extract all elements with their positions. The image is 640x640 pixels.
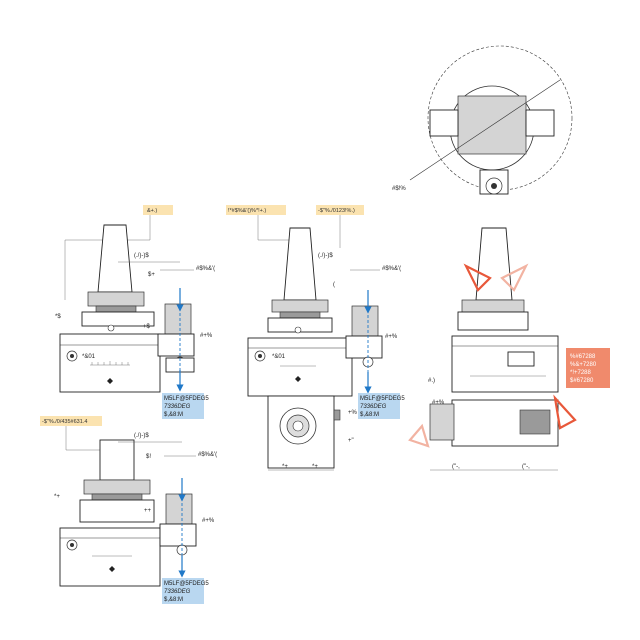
svg-text:$!: $! — [146, 454, 151, 460]
dim-step: +$ — [143, 324, 151, 330]
blue-box-bottom-left — [162, 578, 204, 604]
svg-text:#$%&'(: #$%&'( — [198, 452, 217, 458]
svg-text:#+%: #+% — [432, 400, 445, 406]
tool-taper — [283, 227, 317, 301]
svg-text:M5LF@5FDEG5: M5LF@5FDEG5 — [360, 396, 405, 402]
head-body — [451, 335, 559, 393]
dim-top: (./)-)$ — [134, 253, 149, 259]
blue-box-top-middle — [358, 393, 400, 419]
dim-offset: #+% — [200, 333, 213, 339]
tool-holder — [164, 303, 192, 335]
svg-text:*+: *+ — [282, 464, 288, 470]
view-bottom-left: -$"%./0/435#631.4 (./)-)$ $! #$%&'( *+ +… — [40, 416, 217, 604]
head-body — [247, 337, 353, 397]
tag-top-left-text: &+.) — [147, 208, 157, 214]
tool-taper — [475, 227, 513, 301]
tool-taper — [99, 439, 135, 481]
svg-text:7336DEG: 7336DEG — [360, 404, 387, 410]
tag-top-middle-right — [316, 205, 364, 215]
view-top-left: &+.) *&01 (./ — [55, 205, 215, 419]
svg-text:7336DEG: 7336DEG — [164, 404, 191, 410]
svg-text:$,&8:M: $,&8:M — [164, 597, 183, 603]
tool-taper — [97, 224, 133, 293]
svg-text:$,&8:M: $,&8:M — [360, 412, 379, 418]
svg-text:7336DEG: 7336DEG — [164, 589, 191, 595]
svg-text:*+: *+ — [312, 464, 318, 470]
svg-text:M5LF@5FDEG5: M5LF@5FDEG5 — [164, 396, 209, 402]
view-detail: #$!% — [392, 45, 573, 195]
dim-right: #$%&'( — [196, 266, 215, 272]
svg-text:#+%: #+% — [385, 334, 398, 340]
svg-text:(./)-)$: (./)-)$ — [134, 433, 149, 439]
svg-text:(./)-)$: (./)-)$ — [318, 253, 333, 259]
svg-text:#+%: #+% — [202, 518, 215, 524]
view-top-right: %#67288 %&+7280 *!+7288 $#67280 #.) #+% … — [408, 227, 610, 471]
flange — [87, 291, 145, 307]
dim-side: $+ — [148, 272, 155, 278]
svg-text:+": +" — [348, 438, 354, 444]
nameplate-text: *&01 — [82, 354, 96, 360]
svg-text:-$"%./0123!%.): -$"%./0123!%.) — [318, 208, 355, 214]
tag-top-left — [143, 205, 173, 215]
svg-text:#$%&'(: #$%&'( — [382, 266, 401, 272]
svg-text:*!+7288: *!+7288 — [570, 370, 592, 376]
head-body — [59, 527, 161, 587]
dim-height: *$ — [55, 314, 61, 320]
svg-text:*+: *+ — [54, 494, 60, 500]
svg-text:M5LF@5FDEG5: M5LF@5FDEG5 — [164, 581, 209, 587]
red-box — [566, 348, 610, 388]
svg-text:%#67288: %#67288 — [570, 354, 596, 360]
svg-text:!*#$%&'()%*!+.): !*#$%&'()%*!+.) — [228, 208, 266, 214]
svg-text:#.): #.) — [428, 378, 435, 384]
svg-text:("-,: ("-, — [522, 464, 530, 470]
view-top-middle: !*#$%&'()%*!+.) -$"%./0123!%.) *&01 (./)… — [226, 205, 405, 471]
blue-box-top-left — [162, 393, 204, 419]
svg-text:("-,: ("-, — [452, 464, 460, 470]
svg-text:-$"%./0/435#631.4: -$"%./0/435#631.4 — [42, 419, 87, 425]
svg-text:(: ( — [333, 282, 335, 288]
svg-text:$,&8:M: $,&8:M — [164, 412, 183, 418]
tag-top-middle-left — [226, 205, 286, 215]
svg-text:+%: +% — [348, 410, 358, 416]
svg-text:*&01: *&01 — [272, 354, 286, 360]
svg-text:$#67280: $#67280 — [570, 378, 594, 384]
svg-text:++: ++ — [144, 508, 152, 514]
svg-text:%&+7280: %&+7280 — [570, 362, 597, 368]
tag-bottom-left — [40, 416, 102, 426]
detail-label: #$!% — [392, 186, 406, 192]
